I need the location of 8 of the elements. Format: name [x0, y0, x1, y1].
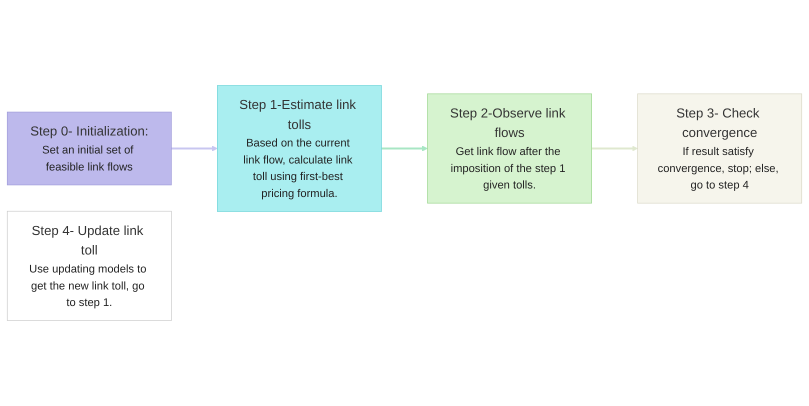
node-box: Step 2-Observe link flows Get link flow after the imposition of the step 1 given tolls.	[427, 94, 592, 204]
node-box: Step 0- Initialization: Set an initial set of feasible link flows	[6, 112, 172, 186]
arrow	[592, 146, 638, 152]
arrow	[171, 146, 218, 152]
node-box: Step 1-Estimate link tolls Based on the current link flow, calculate link toll using first-best pricing formula.	[217, 85, 382, 212]
node-box: Step 4- Update link toll Use updating models to get the new link toll, go to step 1.	[6, 210, 172, 321]
node-box: Step 3- Check convergence If result satisfy convergence, stop; else, go to step 4	[637, 94, 802, 204]
arrow	[382, 146, 428, 152]
